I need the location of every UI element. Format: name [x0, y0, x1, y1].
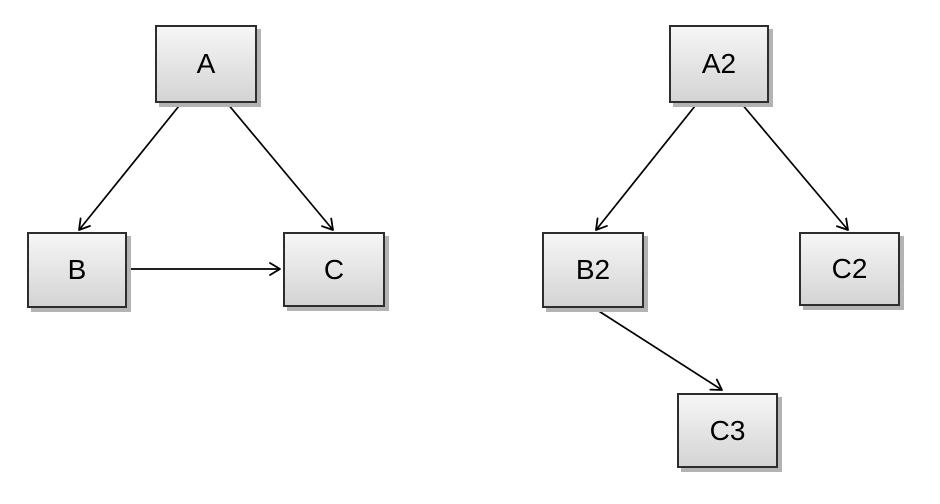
edge-A-to-C[interactable]	[226, 102, 334, 231]
node-A2[interactable]: A2	[669, 25, 769, 103]
edge-A-to-B[interactable]	[78, 100, 184, 231]
node-C3[interactable]: C3	[677, 393, 778, 468]
node-A[interactable]: A	[155, 25, 257, 103]
node-B[interactable]: B	[27, 232, 127, 308]
edges-group	[78, 100, 849, 391]
edge-A2-to-B2[interactable]	[595, 100, 700, 231]
edge-B2-to-C3[interactable]	[593, 307, 723, 391]
node-C[interactable]: C	[283, 232, 385, 307]
edge-A2-to-C2[interactable]	[740, 102, 849, 231]
node-B2[interactable]: B2	[542, 232, 644, 308]
node-C2[interactable]: C2	[799, 232, 900, 306]
